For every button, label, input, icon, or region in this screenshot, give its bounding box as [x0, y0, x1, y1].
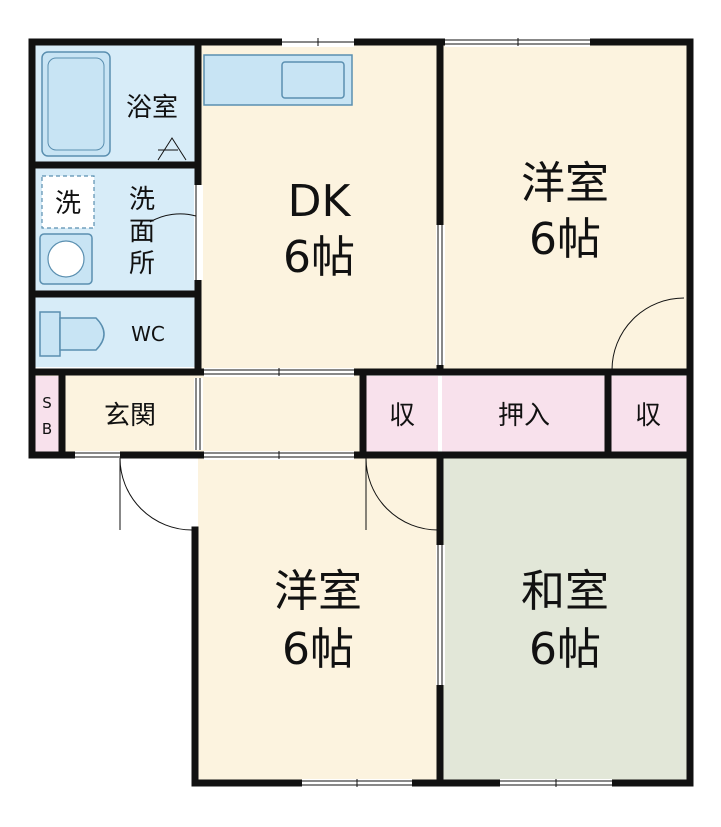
japanese-name: 和室 [521, 566, 609, 617]
closet-left-name: 収 [389, 401, 415, 431]
bath-name: 浴室 [126, 93, 178, 123]
western-top-floor [442, 45, 687, 371]
washer-label: 洗 [55, 189, 81, 219]
toilet-bowl [59, 317, 105, 351]
washroom-line2: 面 [129, 217, 155, 247]
washbasin-bowl [47, 240, 85, 278]
bathtub-inner [47, 57, 105, 151]
kitchen-sink [281, 61, 345, 99]
western-top-size: 6帖 [529, 214, 601, 265]
door-swing-washroom [149, 213, 197, 223]
dk-size: 6帖 [283, 232, 355, 283]
shoe-box-floor [35, 376, 61, 452]
closet-right-name: 収 [635, 401, 661, 431]
toilet-name: WC [131, 322, 165, 346]
door-swing-western-top [611, 297, 685, 371]
western-bottom-name: 洋室 [274, 566, 362, 617]
washroom-line1: 洗 [129, 185, 155, 215]
japanese-size: 6帖 [529, 624, 601, 675]
closet-left-floor [366, 376, 438, 452]
western-top-name: 洋室 [521, 158, 609, 209]
closet-right-floor [610, 376, 687, 452]
washer-pan [41, 175, 95, 229]
closet-mid-name: 押入 [498, 401, 550, 431]
shoe-box-b: B [42, 420, 52, 438]
toilet-tank [39, 311, 61, 357]
door-swing-western-bottom [365, 457, 439, 531]
bath-door-mark [157, 137, 187, 161]
dk-name: DK [288, 176, 352, 227]
western-bottom-floor [198, 458, 438, 780]
entrance-name: 玄関 [104, 401, 156, 431]
closet-mid-floor [442, 376, 606, 452]
bathtub [41, 51, 111, 157]
door-swing-entrance [119, 457, 193, 531]
western-bottom-size: 6帖 [282, 624, 354, 675]
shoe-box-s: S [42, 394, 52, 412]
japanese-floor [442, 458, 687, 780]
washroom-line3: 所 [129, 249, 155, 279]
